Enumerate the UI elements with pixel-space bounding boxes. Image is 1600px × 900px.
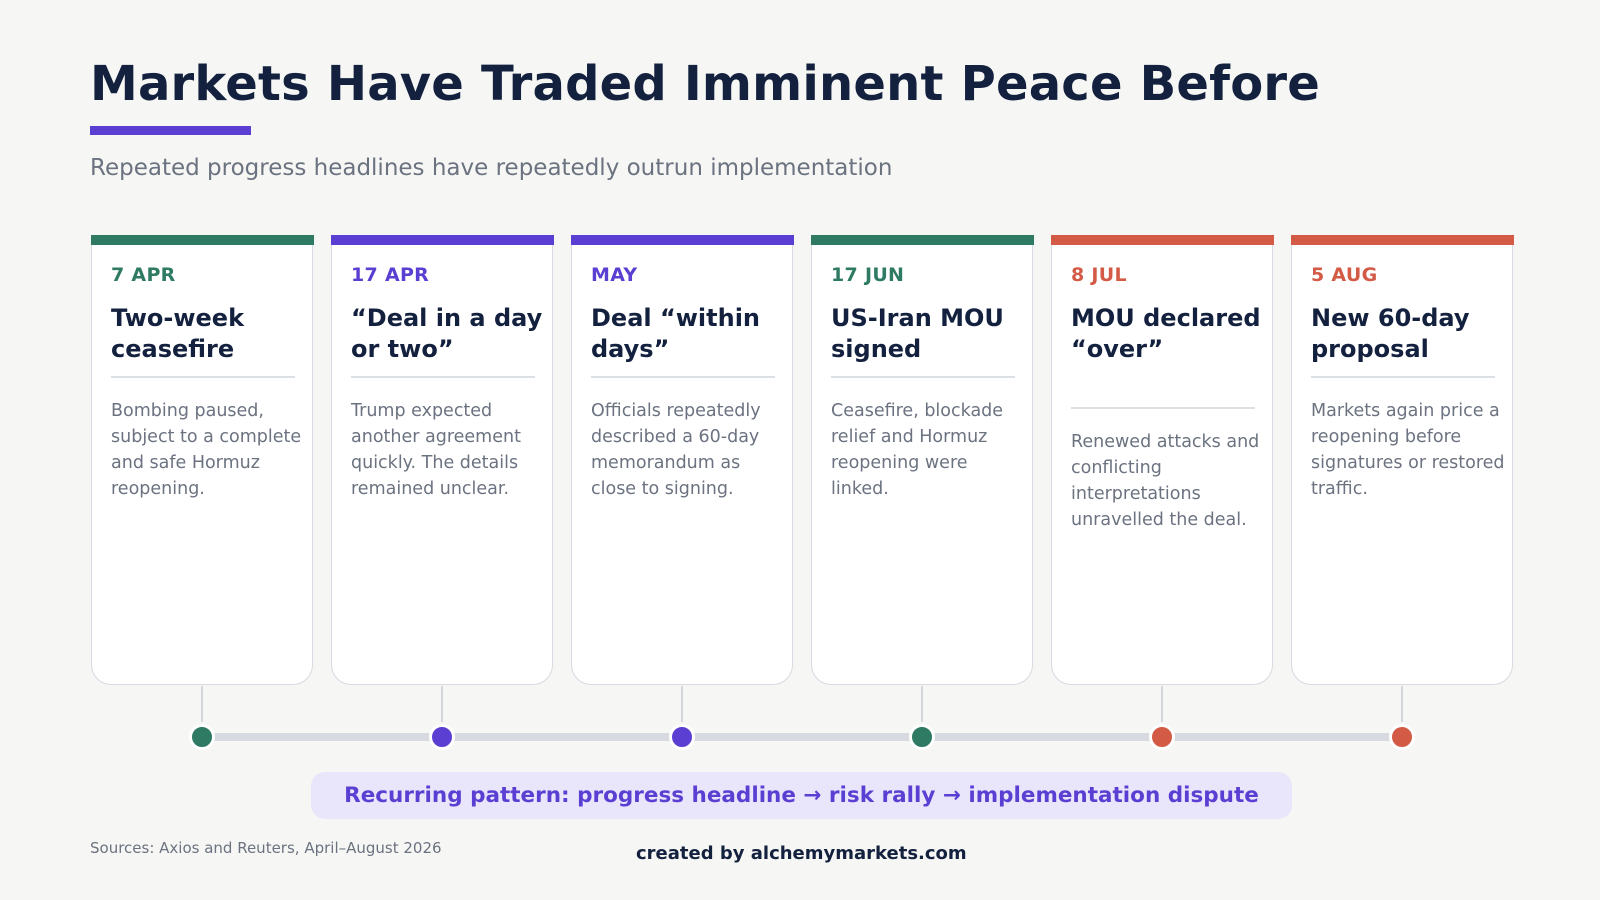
card-divider [111,376,295,378]
event-headline: Two-week ceasefire [111,304,245,363]
card-divider [831,376,1015,378]
sources-note: Sources: Axios and Reuters, April–August… [90,839,442,857]
card-divider [1071,407,1255,409]
card-accent-bar [1050,235,1274,245]
timeline-dot [909,724,935,750]
card-accent-bar [330,235,554,245]
event-detail: Officials repeatedly described a 60-day … [591,401,761,499]
event-headline: Deal “within days” [591,304,761,363]
event-headline: US-Iran MOU signed [831,304,1004,363]
event-date: 17 APR [351,264,430,286]
event-date: 17 JUN [831,264,905,286]
page-title: Markets Have Traded Imminent Peace Befor… [90,56,1321,112]
page-subtitle: Repeated progress headlines have repeate… [90,155,893,181]
pattern-banner: Recurring pattern: progress headline → r… [311,772,1292,819]
timeline-stem [921,686,923,722]
timeline-stem [201,686,203,722]
event-card: MAY Deal “within days” Officials repeatedl… [570,235,794,685]
title-accent-bar [90,126,251,135]
card-divider [1311,376,1495,378]
card-accent-bar [810,235,1034,245]
timeline-dot [1149,724,1175,750]
card-accent-bar [1290,235,1514,245]
event-headline: New 60-day proposal [1311,304,1470,363]
timeline-stem [681,686,683,722]
timeline-dot [429,724,455,750]
event-headline: MOU declared “over” [1071,304,1261,363]
timeline-stem [441,686,443,722]
event-headline: “Deal in a day or two” [351,304,543,363]
event-date: 5 AUG [1311,264,1378,286]
timeline-stem [1401,686,1403,722]
card-accent-bar [570,235,794,245]
event-detail: Bombing paused, subject to a complete an… [111,401,302,499]
credit-line: created by alchemymarkets.com [636,843,967,864]
event-card: 17 APR “Deal in a day or two” Trump expect… [330,235,554,685]
timeline-dot [1389,724,1415,750]
event-date: MAY [591,264,638,286]
event-detail: Markets again price a reopening before s… [1311,401,1505,499]
timeline-axis [201,733,1401,741]
timeline-stem [1161,686,1163,722]
card-divider [591,376,775,378]
event-card: 8 JUL MOU declared “over” Renewed attacks … [1050,235,1274,685]
event-detail: Renewed attacks and conflicting interpre… [1071,432,1260,530]
event-date: 8 JUL [1071,264,1127,286]
timeline-dot [669,724,695,750]
timeline-dot [189,724,215,750]
card-accent-bar [90,235,314,245]
card-divider [351,376,535,378]
event-date: 7 APR [111,264,176,286]
event-detail: Trump expected another agreement quickly… [351,401,521,499]
event-detail: Ceasefire, blockade relief and Hormuz re… [831,401,1004,499]
